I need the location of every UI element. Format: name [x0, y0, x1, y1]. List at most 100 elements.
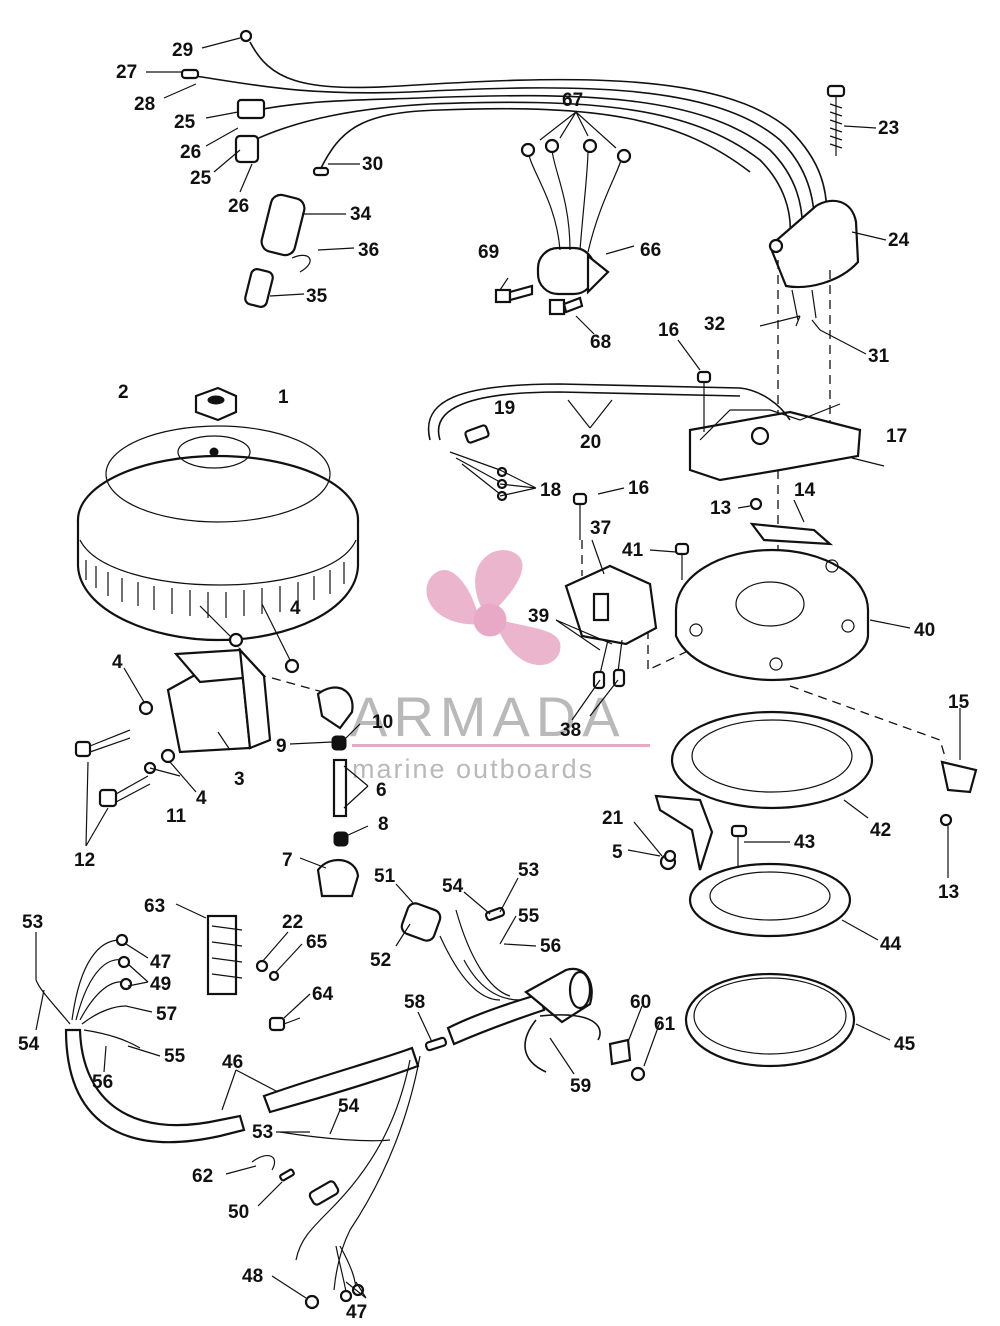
- label-26a: 26: [180, 142, 201, 163]
- label-4b: 4: [112, 652, 123, 673]
- label-59: 59: [570, 1076, 591, 1097]
- coil-cover-24: [768, 199, 860, 289]
- terminal-block-63: [206, 914, 243, 996]
- label-46: 46: [222, 1052, 243, 1073]
- spark-plug-boot-25b: [234, 134, 260, 164]
- label-10: 10: [372, 712, 393, 733]
- label-67: 67: [562, 90, 583, 111]
- snap-ring-45: [684, 972, 856, 1068]
- label-56b: 56: [540, 936, 561, 957]
- label-49: 49: [150, 974, 171, 995]
- retainer-14: [749, 522, 834, 546]
- label-16b: 16: [628, 478, 649, 499]
- label-5: 5: [612, 842, 623, 863]
- label-44: 44: [880, 934, 902, 955]
- label-7: 7: [282, 850, 293, 871]
- label-14: 14: [794, 480, 816, 501]
- armature-plate-40: [674, 548, 870, 682]
- spark-plug-cover-34: [260, 193, 306, 257]
- label-52: 52: [370, 950, 391, 971]
- label-18: 18: [540, 480, 561, 501]
- label-27: 27: [116, 62, 137, 83]
- boot-9: [316, 686, 354, 730]
- label-19: 19: [494, 398, 515, 419]
- label-15: 15: [948, 692, 970, 713]
- label-54a: 54: [18, 1034, 40, 1055]
- ring-terminal-29: [239, 29, 253, 43]
- connector-52: [400, 902, 521, 1001]
- label-58: 58: [404, 992, 425, 1013]
- label-56a: 56: [92, 1072, 113, 1093]
- label-35: 35: [306, 286, 328, 307]
- label-4c: 4: [196, 788, 207, 809]
- label-53a: 53: [22, 912, 43, 933]
- top-wire-harness: [180, 29, 828, 237]
- wire-end-27: [180, 68, 200, 80]
- label-16a: 16: [658, 320, 679, 341]
- support-plate-42: [654, 710, 874, 871]
- label-26b: 26: [228, 196, 249, 217]
- label-13a: 13: [710, 498, 731, 519]
- ignition-plate-17: [688, 403, 862, 482]
- bolt-68: [548, 296, 584, 316]
- label-4a: 4: [290, 598, 301, 619]
- screw-16a: [696, 370, 712, 432]
- label-8: 8: [378, 814, 389, 835]
- label-69: 69: [478, 242, 499, 263]
- bolt-69: [494, 284, 534, 304]
- washer-4a: [228, 632, 244, 648]
- label-39: 39: [528, 606, 549, 627]
- label-23: 23: [878, 118, 899, 139]
- connector-19: [464, 424, 490, 444]
- flywheel-2: [76, 425, 360, 642]
- label-32: 32: [704, 314, 725, 335]
- boot-7: [316, 858, 360, 898]
- connector-lower: [308, 1180, 340, 1206]
- power-pack-3: [166, 646, 272, 754]
- label-24: 24: [888, 230, 910, 251]
- washer-4b: [284, 658, 300, 674]
- wiring-harness-46: [35, 933, 546, 1291]
- washer-4d: [160, 748, 176, 764]
- propeller-icon: [426, 550, 561, 666]
- label-31: 31: [868, 346, 890, 367]
- clip-15: [940, 760, 978, 794]
- label-54b: 54: [442, 876, 464, 897]
- retaining-ring-44: [688, 862, 852, 938]
- screw-64: [268, 1016, 301, 1032]
- wire-end-53b: [484, 906, 506, 922]
- screw-61: [630, 1066, 646, 1082]
- label-55b: 55: [518, 906, 540, 927]
- spring-10: [331, 735, 347, 751]
- spark-plug-terminal-35: [244, 268, 274, 308]
- wire-end-30: [312, 166, 330, 177]
- label-42: 42: [870, 820, 891, 841]
- label-22: 22: [282, 912, 303, 933]
- label-3: 3: [234, 769, 245, 790]
- label-53b: 53: [518, 860, 539, 881]
- label-45: 45: [894, 1034, 916, 1055]
- lockwasher-65: [268, 970, 280, 982]
- label-54c: 54: [338, 1096, 360, 1117]
- label-64: 64: [312, 984, 334, 1005]
- label-66: 66: [640, 240, 661, 261]
- label-34: 34: [350, 204, 372, 225]
- ring-terminal-47b1: [339, 1289, 353, 1303]
- label-25b: 25: [190, 168, 212, 189]
- part-labels: 1 2 3 4 4 4 5 6 7 8 9 10 11 12 13 13 14 …: [18, 40, 970, 1323]
- label-29: 29: [172, 40, 193, 61]
- flywheel-nut-1: [194, 386, 238, 422]
- screw-13b: [939, 813, 953, 827]
- label-41: 41: [622, 540, 644, 561]
- clamp-60: [608, 1038, 632, 1066]
- solenoid-66: [520, 138, 632, 296]
- bracket-59: [524, 1014, 601, 1073]
- leader-lines: [35, 37, 961, 1299]
- spark-plug-boot-25a: [236, 98, 266, 120]
- label-37: 37: [590, 518, 611, 539]
- resistor-6: [332, 758, 348, 818]
- label-47a: 47: [150, 952, 171, 973]
- label-62: 62: [192, 1166, 213, 1187]
- label-2: 2: [118, 382, 129, 403]
